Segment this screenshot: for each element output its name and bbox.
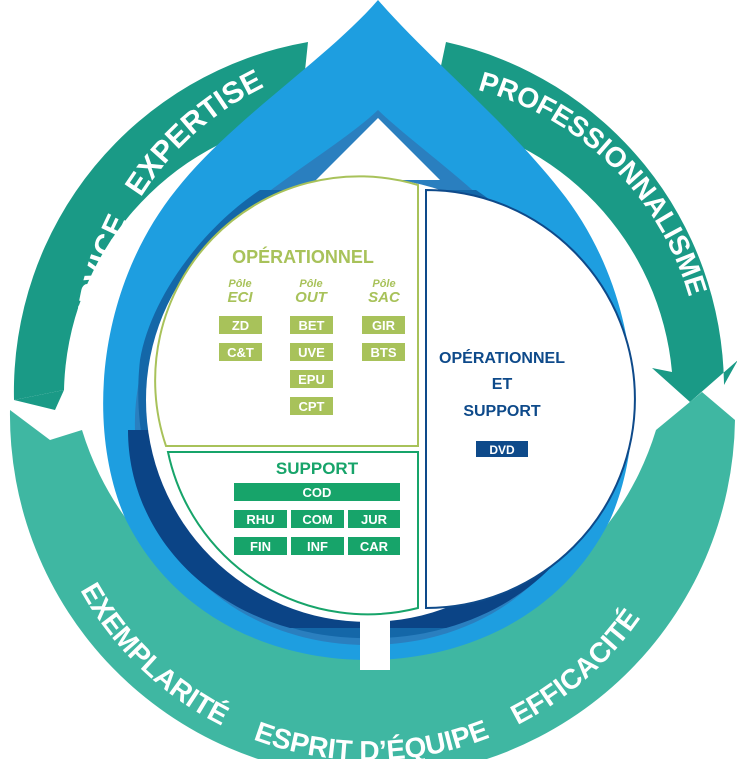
pole-sac-name: SAC [368,289,401,306]
pole-eci-prefix: Pôle [228,278,251,290]
drop-notch [316,118,440,180]
svg-text:ZD: ZD [232,318,249,333]
svg-text:BTS: BTS [371,345,397,360]
svg-text:INF: INF [307,539,328,554]
operationnel-title: OPÉRATIONNEL [232,246,374,267]
unit-rhu: RHU [234,510,287,528]
svg-text:CAR: CAR [360,539,389,554]
values-band-top-left-arrowhead [14,390,64,410]
pole-out-name: OUT [295,289,329,306]
opsup-line3: SUPPORT [463,403,541,420]
unit-jur: JUR [348,510,400,528]
unit-gir: GIR [362,316,405,334]
opsup-line1: OPÉRATIONNEL [439,348,565,367]
unit-cod: COD [234,483,400,501]
opsup-line2: ET [492,376,513,393]
unit-dvd: DVD [476,441,528,457]
unit-zd: ZD [219,316,262,334]
svg-text:C&T: C&T [227,345,254,360]
unit-ct: C&T [219,343,262,361]
pole-out-prefix: Pôle [299,278,322,290]
svg-text:UVE: UVE [298,345,325,360]
operationnel-support-panel [425,188,636,610]
unit-fin: FIN [234,537,287,555]
unit-com: COM [291,510,344,528]
svg-text:DVD: DVD [489,443,515,457]
pole-eci-name: ECI [227,289,253,306]
svg-text:CPT: CPT [299,399,325,414]
svg-text:FIN: FIN [250,539,271,554]
svg-text:RHU: RHU [246,512,274,527]
unit-bts: BTS [362,343,405,361]
operationnel-panel [154,175,419,447]
svg-text:BET: BET [299,318,325,333]
unit-inf: INF [291,537,344,555]
unit-uve: UVE [290,343,333,361]
svg-text:EPU: EPU [298,372,325,387]
svg-text:COD: COD [303,485,332,500]
svg-text:GIR: GIR [372,318,396,333]
unit-car: CAR [348,537,400,555]
pole-sac-prefix: Pôle [372,278,395,290]
svg-text:JUR: JUR [361,512,388,527]
unit-epu: EPU [290,370,333,388]
support-title: SUPPORT [276,459,359,478]
svg-text:COM: COM [302,512,332,527]
unit-bet: BET [290,316,333,334]
unit-cpt: CPT [290,397,333,415]
values-band-bottom [9,392,735,759]
